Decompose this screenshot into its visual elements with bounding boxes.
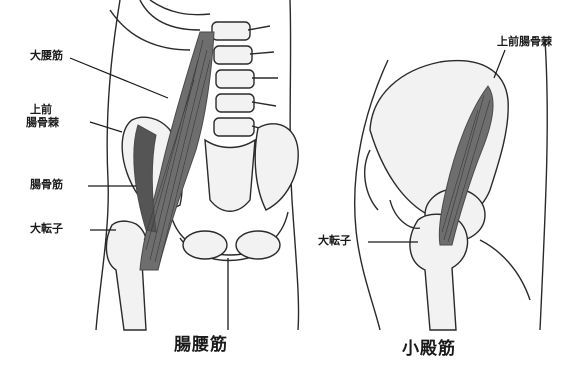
label-asis-right: 上前腸骨棘 xyxy=(497,36,552,48)
femur-right xyxy=(410,214,468,330)
caption-gluteus-minimus: 小殿筋 xyxy=(402,340,456,359)
label-greater-trochanter-left: 大転子 xyxy=(30,223,63,235)
label-iliacus: 腸骨筋 xyxy=(30,179,63,191)
label-asis-line2: 腸骨棘 xyxy=(26,117,59,129)
label-psoas-major: 大腰筋 xyxy=(30,50,63,62)
label-asis-line1: 上前 xyxy=(30,104,52,116)
femur-left xyxy=(106,221,146,330)
ribs xyxy=(110,0,210,50)
left-body-outline xyxy=(96,0,120,330)
lumbar-spine xyxy=(212,22,278,136)
sacrum xyxy=(205,140,255,211)
caption-iliopsoas: 腸腰筋 xyxy=(174,336,228,355)
label-greater-trochanter-right: 大転子 xyxy=(318,235,351,247)
